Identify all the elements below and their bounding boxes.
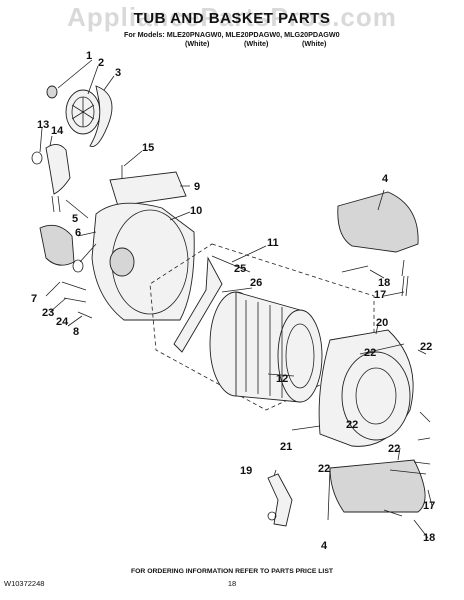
callout-11: 11	[267, 237, 279, 249]
callout-7: 7	[31, 293, 37, 305]
callout-8: 8	[73, 326, 79, 338]
callout-1: 1	[86, 50, 92, 62]
belt-part	[89, 85, 113, 147]
pulley-spokes	[71, 97, 95, 127]
callout-2: 2	[98, 57, 104, 69]
callout-18-top: 18	[378, 277, 390, 289]
callout-10: 10	[190, 205, 202, 217]
top-counterweight	[337, 191, 419, 253]
document-number: W10372248	[4, 579, 45, 588]
callout-22-a: 22	[364, 347, 376, 359]
callout-25: 25	[234, 263, 246, 275]
callout-3: 3	[115, 67, 121, 79]
page-number: 18	[227, 579, 237, 588]
callout-4-top: 4	[382, 173, 389, 185]
ordering-note: FOR ORDERING INFORMATION REFER TO PARTS …	[130, 568, 334, 575]
watermark: AppliancePartsPros.com	[67, 2, 397, 32]
screws	[61, 281, 93, 319]
callout-18-bottom: 18	[423, 532, 435, 544]
callout-17-bottom: 17	[423, 500, 435, 512]
leader-lines	[39, 59, 433, 539]
model-color-3: (White)	[302, 39, 327, 48]
shock-absorber	[267, 473, 293, 527]
callout-22-c: 22	[346, 419, 358, 431]
bottom-counterweight	[329, 459, 426, 513]
model-color-1: (White)	[185, 39, 210, 48]
callout-26: 26	[250, 277, 262, 289]
callout-12: 12	[276, 373, 288, 385]
callout-22-e: 22	[318, 463, 330, 475]
callout-24: 24	[56, 316, 69, 328]
callout-19: 19	[240, 465, 252, 477]
models-line: For Models: MLE20PNAGW0, MLE20PDAGW0, ML…	[124, 30, 340, 39]
callout-21: 21	[280, 441, 292, 453]
callout-17-top: 17	[374, 289, 386, 301]
callout-22-b: 22	[420, 341, 432, 353]
page-title: TUB AND BASKET PARTS	[133, 10, 331, 27]
callout-15: 15	[142, 142, 154, 154]
clamp-part	[31, 151, 43, 165]
callout-22-d: 22	[388, 443, 400, 455]
callout-23: 23	[42, 307, 54, 319]
spider-part	[173, 256, 223, 353]
bracket-part	[109, 171, 187, 207]
callout-20: 20	[376, 317, 388, 329]
callout-9: 9	[194, 181, 200, 193]
callout-14: 14	[51, 125, 64, 137]
callout-6: 6	[75, 227, 81, 239]
model-color-2: (White)	[244, 39, 269, 48]
callout-13: 13	[37, 119, 49, 131]
rear-tub-part	[91, 202, 195, 321]
hose-part	[45, 144, 71, 195]
nut-part	[46, 85, 58, 99]
callout-4-bottom: 4	[321, 540, 328, 552]
basket-assembly-outline	[149, 243, 375, 411]
callout-5: 5	[72, 213, 78, 225]
